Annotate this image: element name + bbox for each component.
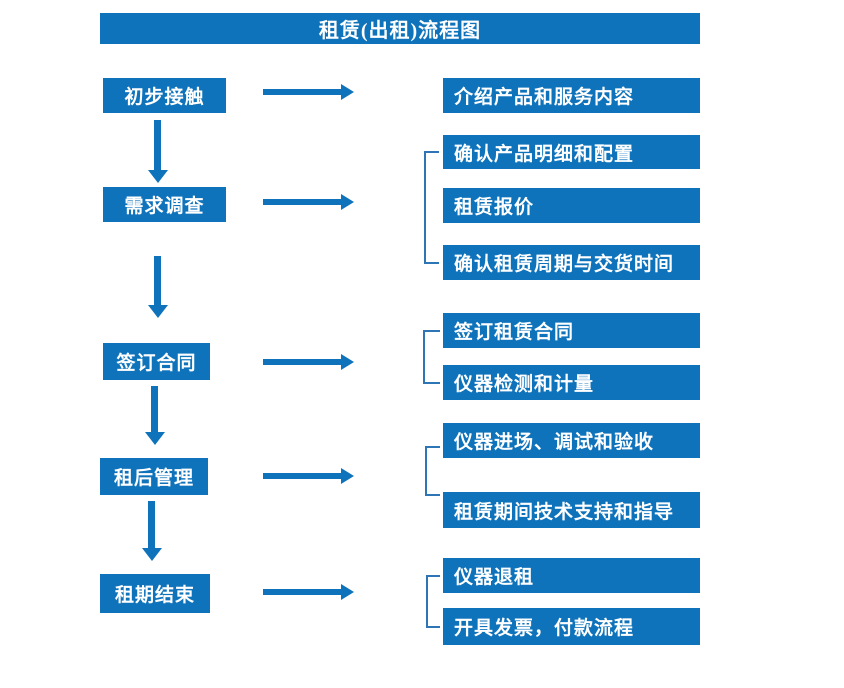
down-arrow-head [148, 305, 168, 318]
right-arrow-shaft [263, 89, 341, 95]
down-arrow [148, 256, 168, 318]
right-arrow [263, 354, 354, 370]
bracket-rental-end-group [426, 575, 440, 628]
down-arrow-shaft [148, 501, 155, 549]
right-arrow-head [341, 584, 354, 600]
detail-sign-rental-contract: 签订租赁合同 [443, 313, 700, 348]
right-arrow-shaft [263, 589, 341, 595]
right-arrow [263, 468, 354, 484]
step-rental-end: 租期结束 [100, 574, 210, 613]
detail-instrument-setup-acceptance: 仪器进场、调试和验收 [443, 423, 700, 458]
down-arrow [142, 501, 162, 561]
detail-confirm-product-details: 确认产品明细和配置 [443, 135, 700, 169]
detail-rental-quote: 租赁报价 [443, 188, 700, 223]
down-arrow-shaft [154, 256, 161, 306]
detail-instrument-testing-metering: 仪器检测和计量 [443, 365, 700, 400]
bracket-demand-survey-group [424, 151, 439, 264]
right-arrow [263, 194, 354, 210]
down-arrow-head [148, 170, 168, 183]
down-arrow-shaft [151, 386, 158, 433]
right-arrow-head [341, 84, 354, 100]
detail-invoice-payment: 开具发票，付款流程 [443, 608, 700, 645]
down-arrow-head [142, 548, 162, 561]
down-arrow-shaft [154, 120, 161, 171]
detail-technical-support: 租赁期间技术支持和指导 [443, 492, 700, 528]
right-arrow-head [341, 194, 354, 210]
down-arrow-head [145, 432, 165, 445]
bracket-contract-group [423, 330, 440, 384]
flowchart-title: 租赁(出租)流程图 [100, 13, 700, 44]
right-arrow [263, 84, 354, 100]
right-arrow [263, 584, 354, 600]
detail-instrument-return: 仪器退租 [443, 558, 700, 593]
right-arrow-shaft [263, 199, 341, 205]
down-arrow [145, 386, 165, 445]
step-sign-contract: 签订合同 [103, 343, 210, 380]
step-demand-survey: 需求调查 [103, 187, 226, 222]
step-post-rental-management: 租后管理 [100, 458, 208, 495]
right-arrow-shaft [263, 359, 341, 365]
detail-confirm-rental-period-delivery: 确认租赁周期与交货时间 [443, 245, 700, 280]
bracket-management-group [425, 446, 440, 496]
step-initial-contact: 初步接触 [103, 78, 226, 113]
right-arrow-shaft [263, 473, 341, 479]
right-arrow-head [341, 468, 354, 484]
down-arrow [148, 120, 168, 183]
detail-introduce-products-services: 介绍产品和服务内容 [443, 78, 700, 113]
right-arrow-head [341, 354, 354, 370]
